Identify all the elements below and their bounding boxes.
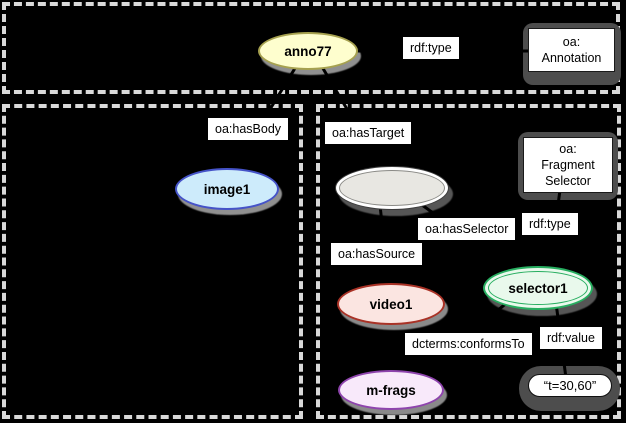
node-anno77: anno77 xyxy=(258,32,358,70)
node-anno77-label: anno77 xyxy=(284,43,332,59)
node-image1-label: image1 xyxy=(203,181,251,197)
edge-label-has-body: oa:hasBody xyxy=(208,118,289,140)
target-region-box xyxy=(316,104,621,419)
edge-has-target xyxy=(316,59,388,176)
literal-value-text: “t=30,60” xyxy=(543,378,597,393)
node-m-frags: m-frags xyxy=(338,370,444,410)
node-video1-label: video1 xyxy=(369,296,413,312)
class-box-oa-fragment-selector: oa: Fragment Selector xyxy=(523,137,613,193)
node-blank-node xyxy=(335,166,449,210)
node-selector1-label: selector1 xyxy=(508,280,568,296)
blank-node-inner-ring xyxy=(339,170,445,206)
class-box-oa-annotation: oa: Annotation xyxy=(528,28,615,72)
oa-fragment-selector-line1: oa: xyxy=(559,142,577,156)
edge-label-has-target: oa:hasTarget xyxy=(325,122,412,144)
edge-label-rdf-value: rdf:value xyxy=(540,327,602,349)
edge-label-rdf-type-right: rdf:type xyxy=(522,213,578,235)
body-region-box xyxy=(2,104,303,419)
edge-label-has-source: oa:hasSource xyxy=(331,243,423,265)
edge-has-body xyxy=(228,59,302,176)
oa-fragment-selector-line2: Fragment xyxy=(541,158,595,172)
oa-fragment-selector-line3: Selector xyxy=(545,174,591,188)
literal-value: “t=30,60” xyxy=(528,374,612,397)
node-image1: image1 xyxy=(175,168,279,210)
node-m-frags-label: m-frags xyxy=(366,382,416,398)
edge-label-conforms-to: dcterms:conformsTo xyxy=(405,333,532,355)
node-selector1: selector1 xyxy=(483,266,593,310)
edge-label-rdf-type-top: rdf:type xyxy=(403,37,459,59)
edge-label-has-selector: oa:hasSelector xyxy=(418,218,516,240)
node-video1: video1 xyxy=(337,283,445,325)
oa-annotation-line1: oa: xyxy=(562,35,581,49)
oa-annotation-line2: Annotation xyxy=(541,51,602,65)
